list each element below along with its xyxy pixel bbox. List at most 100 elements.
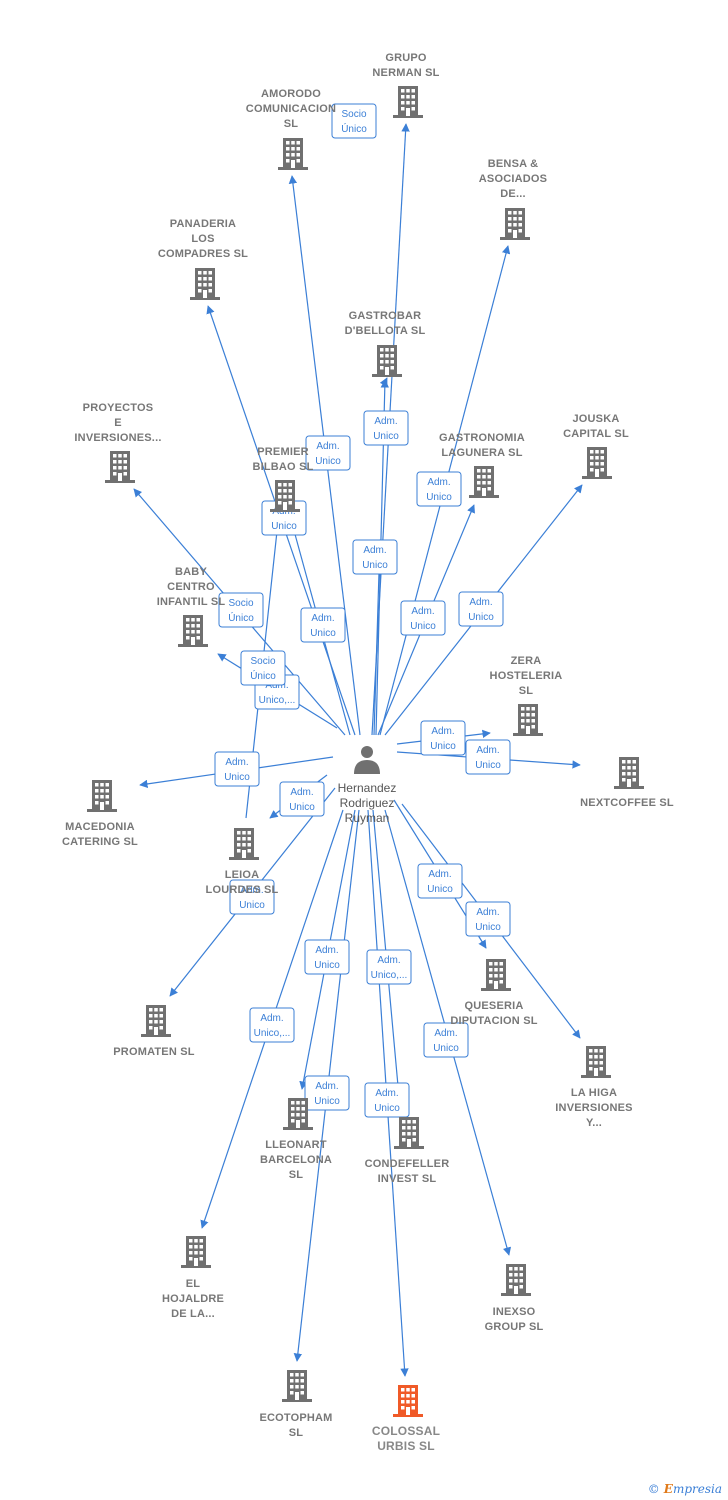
company-name-line[interactable]: GASTROBAR (349, 310, 422, 322)
company-name-line[interactable]: NERMAN SL (372, 67, 439, 79)
building-icon[interactable] (500, 208, 530, 240)
building-icon[interactable] (181, 1236, 211, 1268)
company-name-line[interactable]: URBIS SL (377, 1439, 435, 1453)
company-node-premier[interactable]: PREMIER BILBAO SL (252, 446, 313, 512)
company-name-line[interactable]: CENTRO (167, 581, 215, 593)
company-name-line[interactable]: PREMIER (257, 446, 309, 458)
building-icon[interactable] (513, 704, 543, 736)
company-node-panaderia[interactable]: PANADERIA LOS COMPADRES SL (158, 218, 248, 300)
building-icon[interactable] (105, 451, 135, 483)
company-node-jouska[interactable]: JOUSKA CAPITAL SL (563, 413, 629, 479)
company-node-promaten[interactable]: PROMATEN SL (113, 1005, 195, 1058)
company-name-line[interactable]: NEXTCOFFEE SL (580, 797, 674, 809)
company-node-queseria[interactable]: QUESERIA DIPUTACION SL (450, 959, 538, 1027)
company-node-baby[interactable]: BABY CENTRO INFANTIL SL (157, 566, 226, 647)
company-name-line[interactable]: PROYECTOS (83, 402, 154, 414)
company-name-line[interactable]: DIPUTACION SL (450, 1015, 537, 1027)
company-name-line[interactable]: GASTRONOMIA (439, 432, 525, 444)
company-node-gastronomia[interactable]: GASTRONOMIA LAGUNERA SL (439, 432, 525, 498)
company-node-zera[interactable]: ZERA HOSTELERIA SL (490, 655, 563, 736)
company-name-line[interactable]: AMORODO (261, 88, 321, 100)
company-name-line[interactable]: GRUPO (385, 52, 427, 64)
company-name-line[interactable]: MACEDONIA (65, 821, 135, 833)
building-icon[interactable] (87, 780, 117, 812)
company-name-line[interactable]: SL (284, 118, 299, 130)
company-name-line[interactable]: LLEONART (265, 1139, 327, 1151)
company-name-line[interactable]: LA HIGA (571, 1087, 617, 1099)
company-name-line[interactable]: CATERING SL (62, 836, 138, 848)
company-name-line[interactable]: INFANTIL SL (157, 596, 226, 608)
company-name-line[interactable]: BABY (175, 566, 207, 578)
company-name-line[interactable]: SL (519, 685, 534, 697)
company-name-line[interactable]: PANADERIA (170, 218, 236, 230)
company-name-line[interactable]: BILBAO SL (252, 461, 313, 473)
building-icon[interactable] (469, 466, 499, 498)
company-name-line[interactable]: ASOCIADOS (479, 173, 547, 185)
company-node-lahiga[interactable]: LA HIGAINVERSIONESY... (555, 1046, 632, 1129)
company-name-line[interactable]: INVERSIONES... (74, 432, 161, 444)
company-name-line[interactable]: CONDEFELLER (365, 1158, 450, 1170)
company-name-line[interactable]: LAGUNERA SL (441, 447, 522, 459)
company-name-line[interactable]: HOSTELERIA (490, 670, 563, 682)
company-name-line[interactable]: BARCELONA (260, 1154, 332, 1166)
company-node-nextcoffee[interactable]: NEXTCOFFEE SL (580, 757, 674, 809)
building-icon[interactable] (372, 345, 402, 377)
company-name-line[interactable]: LOURDES SL (206, 884, 279, 896)
building-icon[interactable] (190, 268, 220, 300)
building-icon[interactable] (581, 1046, 611, 1078)
company-name-line[interactable]: LOS (191, 233, 214, 245)
company-node-bensa[interactable]: BENSA & ASOCIADOS DE... (479, 158, 547, 240)
building-icon[interactable] (278, 138, 308, 170)
company-node-macedonia[interactable]: MACEDONIA CATERING SL (62, 780, 138, 848)
company-name-line[interactable]: COMPADRES SL (158, 248, 248, 260)
company-name-line[interactable]: HOJALDRE (162, 1293, 224, 1305)
company-node-leioa[interactable]: LEIOA LOURDES SL (206, 828, 279, 896)
company-node-hojaldre[interactable]: EL HOJALDRE DE LA... (162, 1236, 224, 1320)
building-icon[interactable] (282, 1370, 312, 1402)
company-node-grupo_nerman[interactable]: GRUPO NERMAN SL (372, 52, 439, 118)
company-node-inexso[interactable]: INEXSO GROUP SL (485, 1264, 544, 1333)
person-name-line[interactable]: Rodriguez (340, 796, 395, 810)
company-name-line[interactable]: ZERA (511, 655, 542, 667)
company-name-line[interactable]: BENSA & (488, 158, 539, 170)
company-name-line[interactable]: ECOTOPHAM (259, 1412, 332, 1424)
building-icon[interactable] (481, 959, 511, 991)
company-name-line[interactable]: JOUSKA (572, 413, 619, 425)
building-icon[interactable] (229, 828, 259, 860)
company-name-line[interactable]: PROMATEN SL (113, 1046, 195, 1058)
company-name-line[interactable]: COLOSSAL (372, 1424, 440, 1438)
company-name-line[interactable]: Y... (586, 1117, 602, 1129)
building-icon[interactable] (614, 757, 644, 789)
company-name-line[interactable]: GROUP SL (485, 1321, 544, 1333)
building-icon[interactable] (501, 1264, 531, 1296)
company-node-proyectos[interactable]: PROYECTOS E INVERSIONES... (74, 402, 161, 483)
company-node-ecotopham[interactable]: ECOTOPHAM SL (259, 1370, 332, 1439)
person-icon[interactable] (361, 746, 373, 758)
building-icon[interactable] (393, 86, 423, 118)
company-name-line[interactable]: LEIOA (225, 869, 260, 881)
company-name-line[interactable]: D'BELLOTA SL (345, 325, 426, 337)
company-name-line[interactable]: QUESERIA (464, 1000, 523, 1012)
company-name-line[interactable]: SL (289, 1169, 304, 1181)
person-name-line[interactable]: Hernandez (338, 781, 397, 795)
person-name-line[interactable]: Ruyman (345, 811, 390, 825)
company-name-line[interactable]: EL (186, 1278, 201, 1290)
company-node-lleonart[interactable]: LLEONART BARCELONA SL (260, 1098, 332, 1181)
building-icon[interactable] (178, 615, 208, 647)
company-name-line[interactable]: CAPITAL SL (563, 428, 629, 440)
company-name-line[interactable]: SL (289, 1427, 304, 1439)
company-name-line[interactable]: INVEST SL (378, 1173, 437, 1185)
company-node-gastrobar[interactable]: GASTROBAR D'BELLOTA SL (345, 310, 426, 377)
company-name-line[interactable]: DE... (500, 188, 525, 200)
company-name-line[interactable]: INEXSO (493, 1306, 536, 1318)
building-icon[interactable] (141, 1005, 171, 1037)
building-icon[interactable] (582, 447, 612, 479)
person-icon-body[interactable] (354, 760, 380, 774)
company-name-line[interactable]: DE LA... (171, 1308, 215, 1320)
company-name-line[interactable]: E (114, 417, 122, 429)
building-icon-highlighted[interactable] (393, 1385, 423, 1417)
building-icon[interactable] (394, 1117, 424, 1149)
